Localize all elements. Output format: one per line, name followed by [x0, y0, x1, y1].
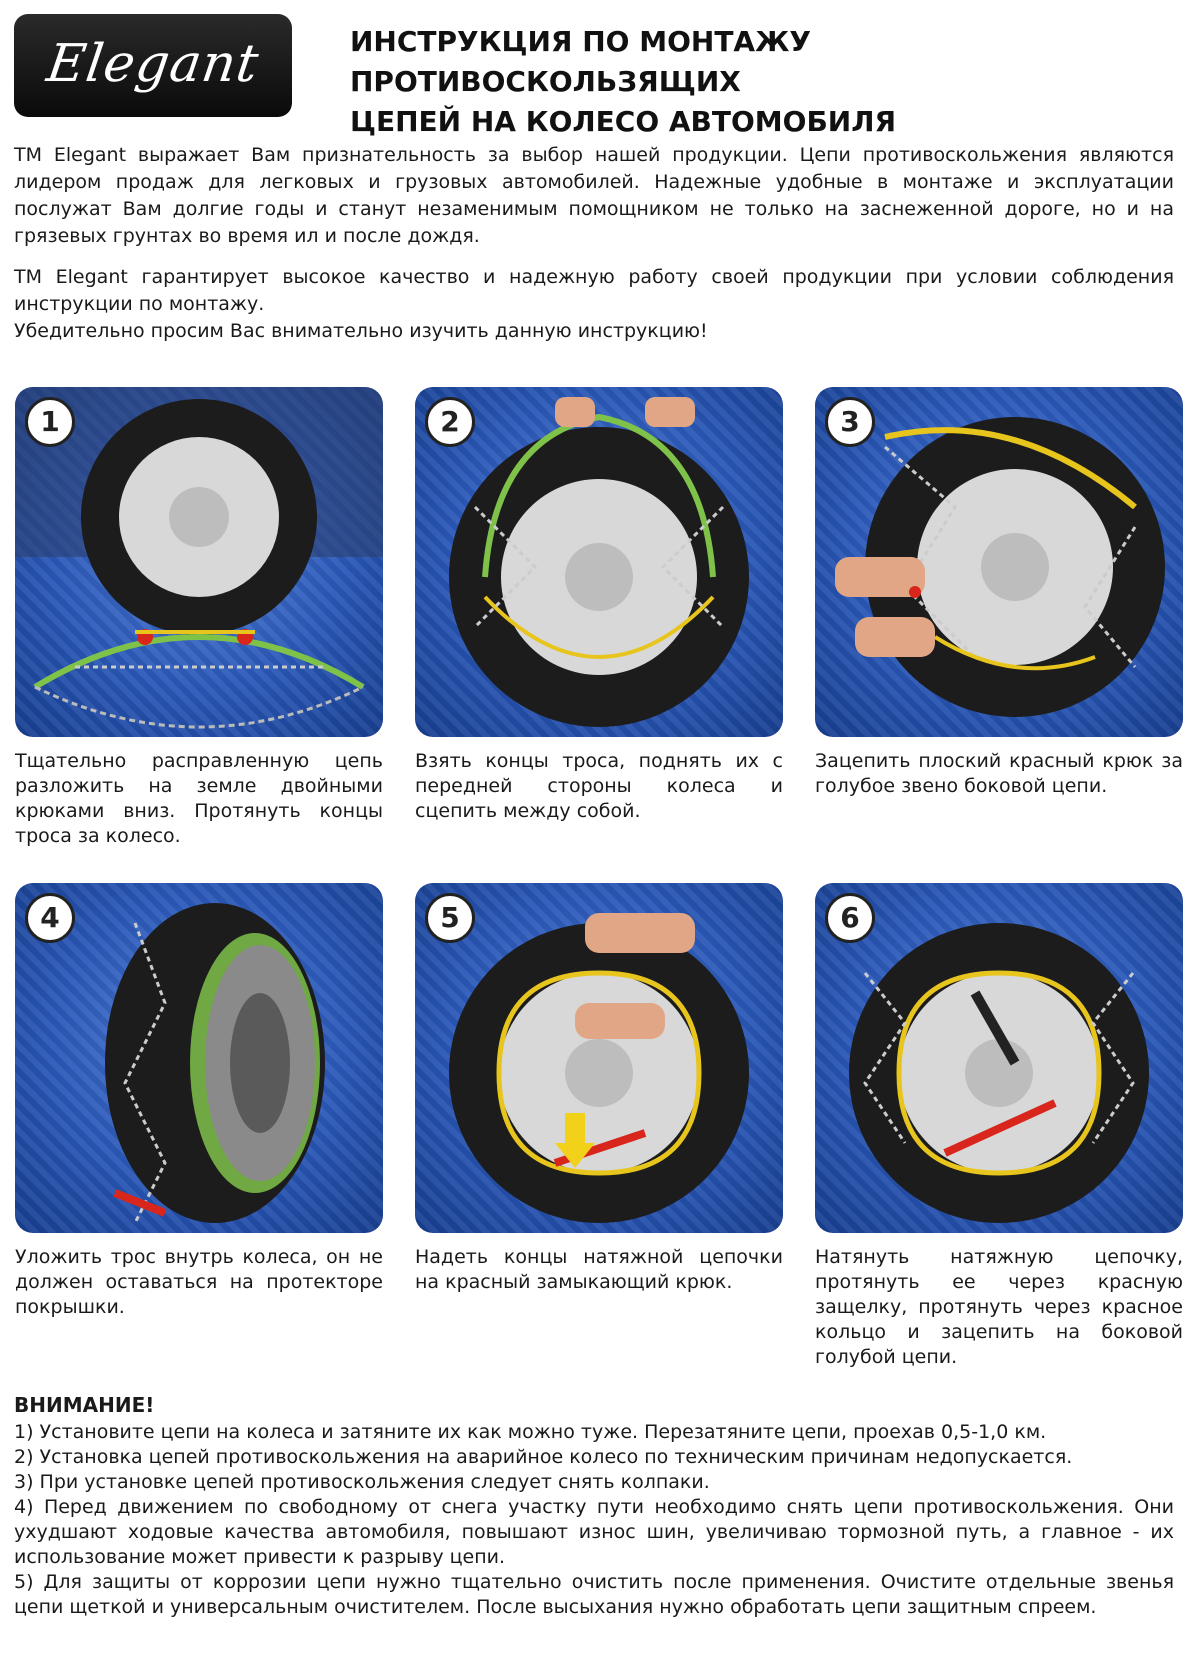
logo-text: Elegant	[43, 34, 263, 94]
step-number-badge: 1	[25, 397, 75, 447]
brand-logo: Elegant	[14, 14, 292, 117]
wheel-illustration	[449, 397, 749, 727]
warning-heading: ВНИМАНИЕ!	[14, 1393, 155, 1417]
step-6-photo: 6	[815, 883, 1183, 1233]
step-3-photo: 3	[815, 387, 1183, 737]
step-4-photo: 4	[15, 883, 383, 1233]
intro-text: TM Elegant выражает Вам признательность …	[14, 142, 1174, 359]
wheel-illustration	[105, 903, 325, 1224]
page-title: ИНСТРУКЦИЯ ПО МОНТАЖУ ПРОТИВОСКОЛЬЗЯЩИХ …	[350, 22, 1180, 142]
step-number-badge: 2	[425, 397, 475, 447]
step-number-badge: 5	[425, 893, 475, 943]
step-5-caption: Надеть концы натяжной цепочки на красный…	[415, 1246, 783, 1293]
step-5-photo: 5	[415, 883, 783, 1233]
warning-item: 4) Перед движением по свободному от снег…	[14, 1496, 1174, 1568]
step-number-badge: 3	[825, 397, 875, 447]
wheel-illustration	[15, 387, 383, 729]
step-1-photo: 1	[15, 387, 383, 737]
wheel-illustration	[849, 923, 1149, 1223]
step-2-caption: Взять концы троса, поднять их с передней…	[415, 750, 783, 822]
intro-paragraph-2: TM Elegant гарантирует высокое качество …	[14, 266, 1174, 315]
step-6: 6 Натянуть натяжную цепочку, протянуть е…	[815, 883, 1183, 1370]
wheel-illustration	[449, 913, 749, 1223]
title-line-2: ЦЕПЕЙ НА КОЛЕСО АВТОМОБИЛЯ	[350, 105, 897, 138]
step-2-photo: 2	[415, 387, 783, 737]
step-1-caption: Тщательно расправленную цепь разложить н…	[15, 750, 383, 847]
intro-paragraph-1: TM Elegant выражает Вам признательность …	[14, 144, 1174, 247]
step-4-caption: Уложить трос внутрь колеса, он не должен…	[15, 1246, 383, 1318]
step-number-badge: 4	[25, 893, 75, 943]
step-5: 5 Надеть концы натяжной цепочки на красн…	[415, 883, 783, 1295]
warning-item: 3) При установке цепей противоскольжения…	[14, 1471, 710, 1493]
step-2: 2 Взять концы троса, поднять их с передн…	[415, 387, 783, 824]
title-line-1: ИНСТРУКЦИЯ ПО МОНТАЖУ ПРОТИВОСКОЛЬЗЯЩИХ	[350, 25, 811, 98]
step-6-caption: Натянуть натяжную цепочку, протянуть ее …	[815, 1246, 1183, 1368]
step-1: 1 Тщательно расправленную цепь разложить…	[15, 387, 383, 849]
warning-item: 1) Установите цепи на колеса и затяните …	[14, 1421, 1047, 1443]
warning-item: 2) Установка цепей противоскольжения на …	[14, 1446, 1073, 1468]
step-number-badge: 6	[825, 893, 875, 943]
warning-section: ВНИМАНИЕ! 1) Установите цепи на колеса и…	[14, 1393, 1174, 1620]
step-3: 3 Зацепить плоский красный крюк за голуб…	[815, 387, 1183, 799]
warning-item: 5) Для защиты от коррозии цепи нужно тща…	[14, 1571, 1174, 1618]
step-4: 4 Уложить трос внутрь колеса, он не долж…	[15, 883, 383, 1320]
intro-paragraph-3: Убедительно просим Вас внимательно изучи…	[14, 320, 708, 342]
step-3-caption: Зацепить плоский красный крюк за голубое…	[815, 750, 1183, 797]
wheel-illustration	[835, 417, 1165, 717]
